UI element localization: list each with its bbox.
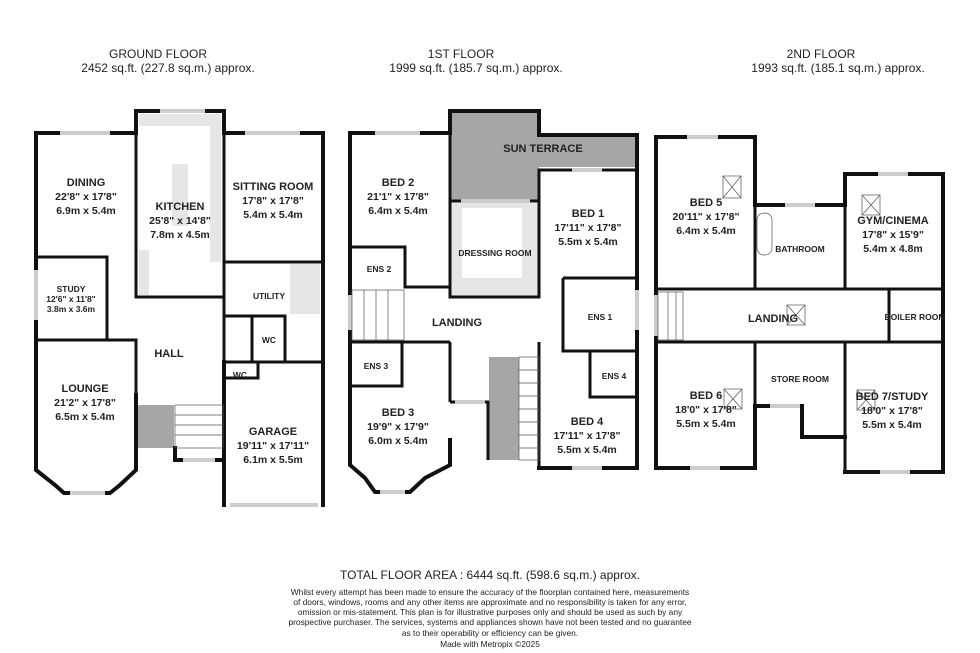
svg-text:BED 5: BED 5 (690, 197, 722, 209)
svg-text:Whilst every attempt has been: Whilst every attempt has been made to en… (291, 587, 690, 597)
svg-text:5.5m x 5.4m: 5.5m x 5.4m (558, 236, 618, 248)
room-sun-terrace: SUN TERRACE (503, 143, 582, 155)
svg-text:3.8m x 3.6m: 3.8m x 3.6m (47, 304, 96, 314)
room-boiler-room: BOILER ROOM (885, 312, 946, 322)
room-bed-3: BED 3 19'9" x 17'9" 6.0m x 5.4m (367, 407, 429, 447)
room-store-room: STORE ROOM (771, 374, 829, 384)
svg-text:19'11" x 17'11": 19'11" x 17'11" (237, 440, 309, 452)
room-landing-2: LANDING (748, 313, 798, 325)
svg-text:19'9" x 17'9": 19'9" x 17'9" (367, 421, 429, 433)
room-landing: LANDING (432, 317, 482, 329)
svg-text:6.1m x 5.5m: 6.1m x 5.5m (243, 454, 303, 466)
room-bed-2: BED 2 21'1" x 17'8" 6.4m x 5.4m (367, 177, 429, 217)
svg-text:12'6" x 11'8": 12'6" x 11'8" (46, 294, 95, 304)
second-floor-title: 2ND FLOOR (787, 47, 856, 61)
room-ens-4: ENS 4 (602, 371, 627, 381)
disclaimer: Whilst every attempt has been made to en… (288, 587, 691, 638)
room-bathroom: BATHROOM (775, 244, 824, 254)
svg-text:BED 6: BED 6 (690, 390, 722, 402)
svg-text:20'11" x 17'8": 20'11" x 17'8" (673, 211, 740, 223)
svg-text:22'8" x 17'8": 22'8" x 17'8" (55, 191, 117, 203)
second-floor-area: 1993 sq.ft. (185.1 sq.m.) approx. (751, 61, 924, 75)
svg-text:17'8" x 17'8": 17'8" x 17'8" (242, 195, 304, 207)
room-ens-2: ENS 2 (367, 264, 392, 274)
svg-text:GARAGE: GARAGE (249, 426, 297, 438)
room-ens-3: ENS 3 (364, 361, 389, 371)
room-dining: DINING 22'8" x 17'8" 6.9m x 5.4m (55, 177, 117, 217)
svg-text:5.5m x 5.4m: 5.5m x 5.4m (557, 444, 617, 456)
svg-text:18'0" x 17'8": 18'0" x 17'8" (861, 405, 923, 417)
room-bed-7-study: BED 7/STUDY 18'0" x 17'8" 5.5m x 5.4m (856, 391, 929, 431)
svg-text:5.5m x 5.4m: 5.5m x 5.4m (676, 418, 736, 430)
credit: Made with Metropix ©2025 (440, 639, 540, 649)
svg-text:LOUNGE: LOUNGE (61, 383, 108, 395)
room-hall: HALL (154, 348, 184, 360)
ground-floor-area: 2452 sq.ft. (227.8 sq.m.) approx. (81, 61, 254, 75)
room-garage: GARAGE 19'11" x 17'11" 6.1m x 5.5m (237, 426, 309, 466)
first-floor-title: 1ST FLOOR (428, 47, 495, 61)
svg-text:21'1" x 17'8": 21'1" x 17'8" (367, 191, 429, 203)
svg-text:25'8" x 14'8": 25'8" x 14'8" (149, 215, 211, 227)
svg-text:prospective purchaser. The ser: prospective purchaser. The services, sys… (288, 617, 691, 627)
svg-text:DINING: DINING (67, 177, 106, 189)
total-floor-area: TOTAL FLOOR AREA : 6444 sq.ft. (598.6 sq… (340, 568, 640, 582)
room-wc: WC (262, 335, 276, 345)
room-bed-5: BED 5 20'11" x 17'8" 6.4m x 5.4m (673, 197, 740, 237)
svg-text:BED 2: BED 2 (382, 177, 414, 189)
room-bed-4: BED 4 17'11" x 17'8" 5.5m x 5.4m (554, 416, 621, 456)
svg-text:18'0" x 17'8": 18'0" x 17'8" (675, 404, 737, 416)
svg-text:KITCHEN: KITCHEN (156, 201, 205, 213)
svg-text:6.4m x 5.4m: 6.4m x 5.4m (676, 225, 736, 237)
svg-text:of doors, windows, rooms and a: of doors, windows, rooms and any other i… (293, 597, 686, 607)
svg-text:SITTING ROOM: SITTING ROOM (233, 181, 314, 193)
svg-text:BED 7/STUDY: BED 7/STUDY (856, 391, 929, 403)
svg-text:6.9m x 5.4m: 6.9m x 5.4m (56, 205, 116, 217)
svg-text:STUDY: STUDY (57, 284, 86, 294)
svg-text:5.4m x 4.8m: 5.4m x 4.8m (863, 243, 923, 255)
svg-text:17'11" x 17'8": 17'11" x 17'8" (555, 222, 622, 234)
svg-text:omission or mis-statement. Thi: omission or mis-statement. This plan is … (298, 607, 683, 617)
svg-text:6.5m x 5.4m: 6.5m x 5.4m (55, 411, 115, 423)
ground-stair-void (138, 405, 174, 448)
svg-text:17'11" x 17'8": 17'11" x 17'8" (554, 430, 621, 442)
svg-text:6.4m x 5.4m: 6.4m x 5.4m (368, 205, 428, 217)
room-sitting-room: SITTING ROOM 17'8" x 17'8" 5.4m x 5.4m (233, 181, 314, 221)
svg-text:7.8m x 4.5m: 7.8m x 4.5m (150, 229, 210, 241)
room-wc-2: WC (233, 370, 247, 380)
skylight-icons (657, 175, 881, 411)
first-floor-area: 1999 sq.ft. (185.7 sq.m.) approx. (389, 61, 562, 75)
first-floor-plan: SUN TERRACE BED 2 21'1" x 17'8" 6.4m x 5… (348, 109, 639, 494)
ground-staircase (174, 404, 224, 449)
room-kitchen: KITCHEN 25'8" x 14'8" 7.8m x 4.5m (149, 201, 211, 241)
room-bed-1: BED 1 17'11" x 17'8" 5.5m x 5.4m (555, 208, 622, 248)
room-dressing-room: DRESSING ROOM (458, 248, 531, 258)
ground-floor-title: GROUND FLOOR (109, 47, 207, 61)
svg-text:17'8" x 15'9": 17'8" x 15'9" (862, 229, 924, 241)
room-lounge: LOUNGE 21'2" x 17'8" 6.5m x 5.4m (54, 383, 116, 423)
room-utility: UTILITY (253, 291, 285, 301)
room-bed-6: BED 6 18'0" x 17'8" 5.5m x 5.4m (675, 390, 737, 430)
ground-floor-plan: DINING 22'8" x 17'8" 6.9m x 5.4m KITCHEN… (34, 109, 325, 507)
svg-text:as to their operability or eff: as to their operability or efficiency ca… (402, 628, 578, 638)
room-ens-1: ENS 1 (588, 312, 613, 322)
first-floor-staircase (351, 289, 540, 461)
svg-text:6.0m x 5.4m: 6.0m x 5.4m (368, 435, 428, 447)
second-floor-plan: BED 5 20'11" x 17'8" 6.4m x 5.4m GYM/CIN… (654, 135, 946, 474)
room-study: STUDY 12'6" x 11'8" 3.8m x 3.6m (46, 284, 95, 314)
svg-text:BED 3: BED 3 (382, 407, 414, 419)
svg-text:GYM/CINEMA: GYM/CINEMA (857, 215, 929, 227)
svg-text:5.5m x 5.4m: 5.5m x 5.4m (862, 419, 922, 431)
svg-text:5.4m x 5.4m: 5.4m x 5.4m (243, 209, 303, 221)
svg-text:21'2" x 17'8": 21'2" x 17'8" (54, 397, 116, 409)
svg-text:BED 4: BED 4 (571, 416, 604, 428)
sun-terrace-area (450, 111, 637, 201)
svg-text:BED 1: BED 1 (572, 208, 604, 220)
room-gym-cinema: GYM/CINEMA 17'8" x 15'9" 5.4m x 4.8m (857, 215, 929, 255)
